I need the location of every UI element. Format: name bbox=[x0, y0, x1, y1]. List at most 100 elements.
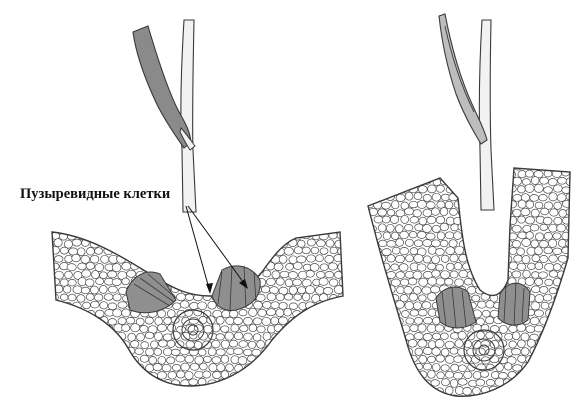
cell bbox=[397, 349, 405, 357]
cell bbox=[441, 333, 449, 340]
cell bbox=[334, 301, 343, 309]
cell bbox=[562, 232, 571, 240]
cell bbox=[94, 325, 103, 333]
cell bbox=[358, 394, 367, 402]
cell bbox=[280, 271, 289, 278]
cell bbox=[113, 309, 122, 317]
cell bbox=[204, 262, 213, 270]
cell bbox=[279, 317, 288, 325]
cell bbox=[503, 394, 511, 402]
cell bbox=[436, 278, 445, 285]
cell bbox=[451, 177, 459, 185]
cell bbox=[149, 357, 157, 365]
cell bbox=[288, 226, 297, 233]
cell bbox=[239, 341, 248, 348]
cell bbox=[426, 170, 434, 177]
cell bbox=[413, 302, 421, 310]
cell bbox=[562, 326, 571, 332]
cell bbox=[261, 241, 269, 248]
cell bbox=[113, 294, 121, 301]
cell bbox=[523, 394, 531, 402]
cell bbox=[526, 232, 534, 240]
cell bbox=[49, 325, 58, 333]
cell bbox=[243, 380, 252, 387]
cell bbox=[316, 379, 324, 387]
cell bbox=[517, 248, 525, 256]
cell bbox=[249, 308, 258, 316]
cell bbox=[512, 240, 520, 247]
cell bbox=[500, 202, 508, 209]
cell bbox=[330, 339, 339, 347]
cell bbox=[104, 370, 112, 378]
cell bbox=[365, 278, 374, 285]
cell bbox=[123, 233, 131, 240]
cell bbox=[458, 348, 467, 355]
cell bbox=[289, 333, 298, 341]
cell bbox=[307, 255, 316, 262]
cell bbox=[308, 225, 316, 233]
cell bbox=[55, 317, 64, 325]
cell bbox=[541, 302, 549, 309]
cell bbox=[563, 372, 571, 379]
cell bbox=[225, 332, 234, 340]
cell bbox=[96, 232, 104, 240]
cell bbox=[369, 380, 378, 387]
cell bbox=[567, 348, 575, 356]
cell bbox=[545, 263, 554, 271]
cell bbox=[253, 255, 261, 263]
cell bbox=[171, 241, 180, 248]
arrow-line-1 bbox=[186, 206, 210, 292]
cell bbox=[418, 340, 427, 348]
cell bbox=[549, 334, 557, 341]
cell bbox=[431, 163, 439, 171]
cell bbox=[45, 302, 54, 309]
cell bbox=[137, 380, 146, 388]
cell bbox=[383, 186, 391, 193]
cell bbox=[467, 348, 476, 355]
cell bbox=[337, 294, 346, 302]
cell bbox=[118, 239, 127, 247]
stem-left-panel bbox=[133, 20, 196, 212]
cell bbox=[481, 215, 490, 223]
cell bbox=[90, 348, 98, 355]
cell bbox=[231, 231, 239, 238]
cell bbox=[87, 248, 95, 256]
cell bbox=[123, 355, 131, 363]
cell bbox=[361, 193, 369, 200]
cell bbox=[549, 349, 557, 356]
cell bbox=[132, 246, 140, 254]
cell bbox=[81, 287, 90, 294]
cell bbox=[154, 332, 162, 340]
cell bbox=[490, 356, 499, 363]
cell bbox=[566, 193, 575, 200]
cell bbox=[60, 325, 69, 332]
cell bbox=[386, 162, 395, 169]
cell bbox=[266, 356, 275, 363]
cell bbox=[378, 224, 386, 232]
cell bbox=[293, 262, 302, 269]
cell bbox=[548, 178, 557, 185]
cell bbox=[64, 349, 72, 356]
cell bbox=[303, 342, 311, 349]
cell bbox=[364, 340, 372, 348]
cell bbox=[419, 278, 428, 286]
cell bbox=[60, 294, 68, 300]
cell bbox=[294, 326, 303, 334]
cell bbox=[181, 271, 189, 279]
cell bbox=[512, 225, 521, 232]
cell bbox=[284, 231, 292, 239]
cell bbox=[47, 347, 55, 355]
cell bbox=[221, 340, 229, 348]
cell bbox=[567, 363, 576, 370]
cell bbox=[294, 340, 302, 347]
cell bbox=[387, 348, 395, 355]
cell bbox=[140, 233, 149, 240]
cell bbox=[441, 365, 449, 372]
cell bbox=[68, 279, 76, 286]
cell bbox=[464, 202, 472, 209]
cell bbox=[545, 356, 553, 363]
cell bbox=[234, 255, 243, 262]
cell bbox=[100, 363, 109, 371]
cell bbox=[499, 248, 508, 255]
cell bbox=[265, 232, 274, 240]
